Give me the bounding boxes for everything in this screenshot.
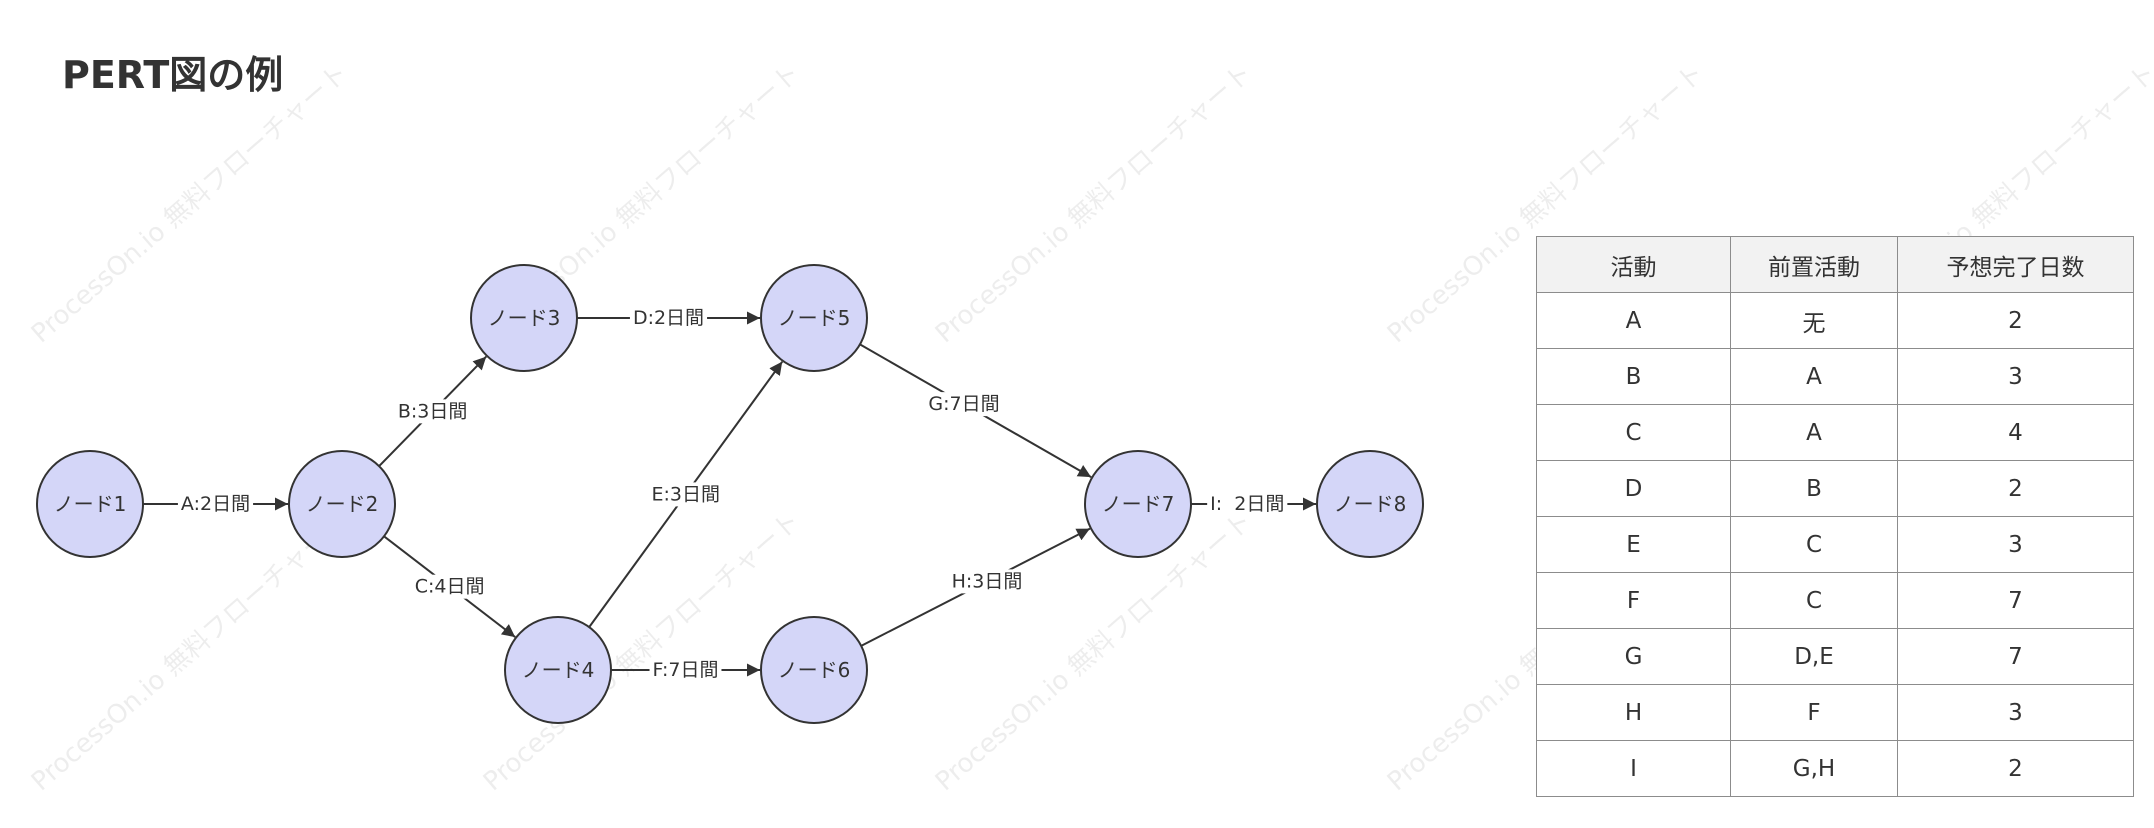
cell-activity: I xyxy=(1536,740,1731,797)
cell-predecessor: D,E xyxy=(1730,628,1898,685)
edge-label-background xyxy=(394,399,471,424)
edge-label-background xyxy=(649,658,722,682)
node-circle xyxy=(470,264,578,372)
node-n8: ノード8 xyxy=(1316,450,1424,558)
edge-label-background xyxy=(925,392,1003,417)
header-predecessor: 前置活動 xyxy=(1730,236,1898,293)
cell-activity: C xyxy=(1536,404,1731,461)
cell-expected-days: 7 xyxy=(1897,628,2134,685)
cell-activity: D xyxy=(1536,460,1731,517)
cell-expected-days: 3 xyxy=(1897,684,2134,741)
node-circle xyxy=(1316,450,1424,558)
cell-activity: H xyxy=(1536,684,1731,741)
node-circle xyxy=(288,450,396,558)
edge-n2-n4: C:4日間 xyxy=(383,535,516,638)
pert-diagram: A:2日間 B:3日間 C:4日間 D:2日間 E:3日間 F:7日間 G:7日間 H:3日間… xyxy=(36,264,1424,724)
cell-expected-days: 2 xyxy=(1897,292,2134,349)
cell-expected-days: 2 xyxy=(1897,740,2134,797)
edge-label: B:3日間 xyxy=(398,400,468,422)
node-circle xyxy=(36,450,144,558)
edge-label-background xyxy=(1207,492,1288,516)
cell-expected-days: 7 xyxy=(1897,572,2134,629)
edge-label-background xyxy=(629,306,708,330)
node-circle xyxy=(1084,450,1192,558)
edge-label: C:4日間 xyxy=(415,576,485,598)
table-row: C A 4 xyxy=(1536,404,2134,461)
edge-label-background xyxy=(411,574,488,599)
cell-predecessor: 无 xyxy=(1730,292,1898,349)
table-row: G D,E 7 xyxy=(1536,628,2134,685)
node-label: ノード4 xyxy=(522,658,595,682)
table-row: D B 2 xyxy=(1536,460,2134,517)
edge-label: I: 2日間 xyxy=(1210,493,1284,515)
node-label: ノード1 xyxy=(54,492,127,516)
edge-n5-n7: G:7日間 xyxy=(859,343,1092,478)
cell-predecessor: B xyxy=(1730,460,1898,517)
table-row: F C 7 xyxy=(1536,572,2134,629)
node-n5: ノード5 xyxy=(760,264,868,372)
edge-n3-n5: D:2日間 xyxy=(577,306,760,330)
cell-activity: E xyxy=(1536,516,1731,573)
table-row: I G,H 2 xyxy=(1536,740,2134,797)
edge-n7-n8: I: 2日間 xyxy=(1191,492,1316,516)
edges-layer: A:2日間 B:3日間 C:4日間 D:2日間 E:3日間 F:7日間 G:7日間 H:3日間… xyxy=(143,306,1316,682)
edge-label: H:3日間 xyxy=(952,570,1023,592)
cell-activity: B xyxy=(1536,348,1731,405)
edge-label: G:7日間 xyxy=(928,393,999,415)
node-label: ノード7 xyxy=(1102,492,1175,516)
cell-predecessor: F xyxy=(1730,684,1898,741)
node-n3: ノード3 xyxy=(470,264,578,372)
node-label: ノード8 xyxy=(1334,492,1407,516)
activity-table: 活動 前置活動 予想完了日数 A 无 2 B A 3 C A 4 D B 2 E… xyxy=(1536,236,2134,797)
header-activity: 活動 xyxy=(1536,236,1731,293)
cell-activity: G xyxy=(1536,628,1731,685)
node-label: ノード5 xyxy=(778,306,851,330)
node-circle xyxy=(504,616,612,724)
cell-expected-days: 3 xyxy=(1897,348,2134,405)
node-n7: ノード7 xyxy=(1084,450,1192,558)
edge-label-background xyxy=(948,569,1026,594)
table-header-row: 活動 前置活動 予想完了日数 xyxy=(1536,236,2134,293)
cell-expected-days: 3 xyxy=(1897,516,2134,573)
table-row: A 无 2 xyxy=(1536,292,2134,349)
node-n6: ノード6 xyxy=(760,616,868,724)
cell-activity: A xyxy=(1536,292,1731,349)
node-n1: ノード1 xyxy=(36,450,144,558)
edge-label-background xyxy=(177,492,254,516)
edge-label-background xyxy=(648,482,723,507)
node-label: ノード6 xyxy=(778,658,851,682)
table-row: E C 3 xyxy=(1536,516,2134,573)
node-label: ノード2 xyxy=(306,492,379,516)
cell-predecessor: C xyxy=(1730,516,1898,573)
cell-predecessor: C xyxy=(1730,572,1898,629)
cell-expected-days: 4 xyxy=(1897,404,2134,461)
node-circle xyxy=(760,264,868,372)
edge-n1-n2: A:2日間 xyxy=(143,492,288,516)
node-n4: ノード4 xyxy=(504,616,612,724)
table-row: H F 3 xyxy=(1536,684,2134,741)
node-n2: ノード2 xyxy=(288,450,396,558)
header-expected-days: 予想完了日数 xyxy=(1897,236,2134,293)
cell-activity: F xyxy=(1536,572,1731,629)
cell-expected-days: 2 xyxy=(1897,460,2134,517)
edge-n4-n5: E:3日間 xyxy=(588,361,784,628)
edge-label: D:2日間 xyxy=(633,307,704,329)
nodes-layer: ノード1 ノード2 ノード3 ノード4 ノード5 ノード6 ノード7 ノード8 xyxy=(36,264,1424,724)
edge-label: F:7日間 xyxy=(653,659,719,681)
table-row: B A 3 xyxy=(1536,348,2134,405)
node-circle xyxy=(760,616,868,724)
edge-n2-n3: B:3日間 xyxy=(378,355,487,467)
edge-label: A:2日間 xyxy=(181,493,250,515)
edge-n4-n6: F:7日間 xyxy=(611,658,760,682)
cell-predecessor: A xyxy=(1730,404,1898,461)
edge-label: E:3日間 xyxy=(651,483,720,505)
cell-predecessor: G,H xyxy=(1730,740,1898,797)
node-label: ノード3 xyxy=(488,306,561,330)
cell-predecessor: A xyxy=(1730,348,1898,405)
page-title: PERT図の例 xyxy=(62,53,284,97)
edge-n6-n7: H:3日間 xyxy=(860,527,1091,647)
